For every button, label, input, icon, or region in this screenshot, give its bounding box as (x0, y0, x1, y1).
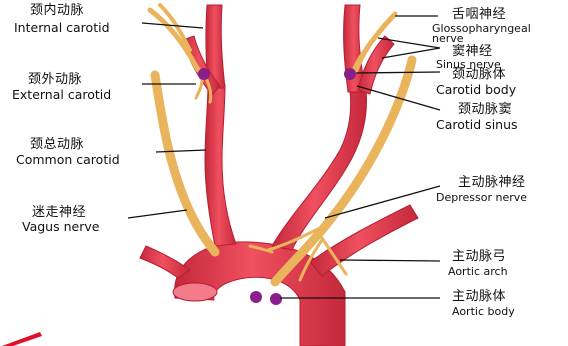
aortic-body-left (250, 291, 262, 303)
label-carotid-body-zh: 颈动脉体 (452, 68, 506, 81)
label-aortic-body-zh: 主动脉体 (452, 290, 506, 303)
right-carotid-body (344, 68, 356, 80)
label-depressor-zh: 主动脉神经 (458, 176, 526, 189)
line-aortic-arch (340, 260, 440, 261)
label-vagus-zh: 迷走神经 (32, 206, 86, 219)
aortic-arch-opening (173, 283, 217, 301)
label-depressor-en: Depressor nerve (436, 192, 527, 203)
subclavian-branch (310, 205, 418, 276)
label-aortic-arch-en: Aortic arch (448, 266, 508, 277)
label-sinus-nerve-zh: 窦神经 (452, 45, 493, 58)
label-glossopharyngeal-en2: nerve (432, 33, 464, 44)
line-internal-carotid (142, 23, 203, 28)
label-external-carotid-zh: 颈外动脉 (28, 73, 82, 86)
label-common-carotid-en: Common carotid (16, 154, 120, 167)
brachiocephalic-branch (140, 246, 190, 278)
label-internal-carotid-zh: 颈内动脉 (30, 4, 84, 17)
label-carotid-sinus-en: Carotid sinus (436, 119, 518, 132)
label-vagus-en: Vagus nerve (22, 221, 99, 234)
label-external-carotid-en: External carotid (12, 89, 111, 102)
line-common-carotid (156, 150, 206, 152)
right-common-carotid (272, 90, 366, 250)
glossopharyngeal-left-branch (160, 5, 190, 50)
label-internal-carotid-en: Internal carotid (14, 22, 110, 35)
label-carotid-sinus-zh: 颈动脉窦 (458, 103, 512, 116)
label-carotid-body-en: Carotid body (436, 84, 516, 97)
label-common-carotid-zh: 颈总动脉 (30, 138, 84, 151)
line-vagus (128, 210, 187, 218)
red-pointer-arrow (2, 332, 42, 346)
label-aortic-body-en: Aortic body (452, 306, 515, 317)
left-carotid-body (198, 68, 210, 80)
left-common-carotid (205, 85, 236, 246)
label-aortic-arch-zh: 主动脉弓 (452, 250, 506, 263)
aortic-body-right (270, 293, 282, 305)
right-external-carotid (358, 36, 394, 94)
label-glossopharyngeal-zh: 舌咽神经 (452, 8, 506, 21)
